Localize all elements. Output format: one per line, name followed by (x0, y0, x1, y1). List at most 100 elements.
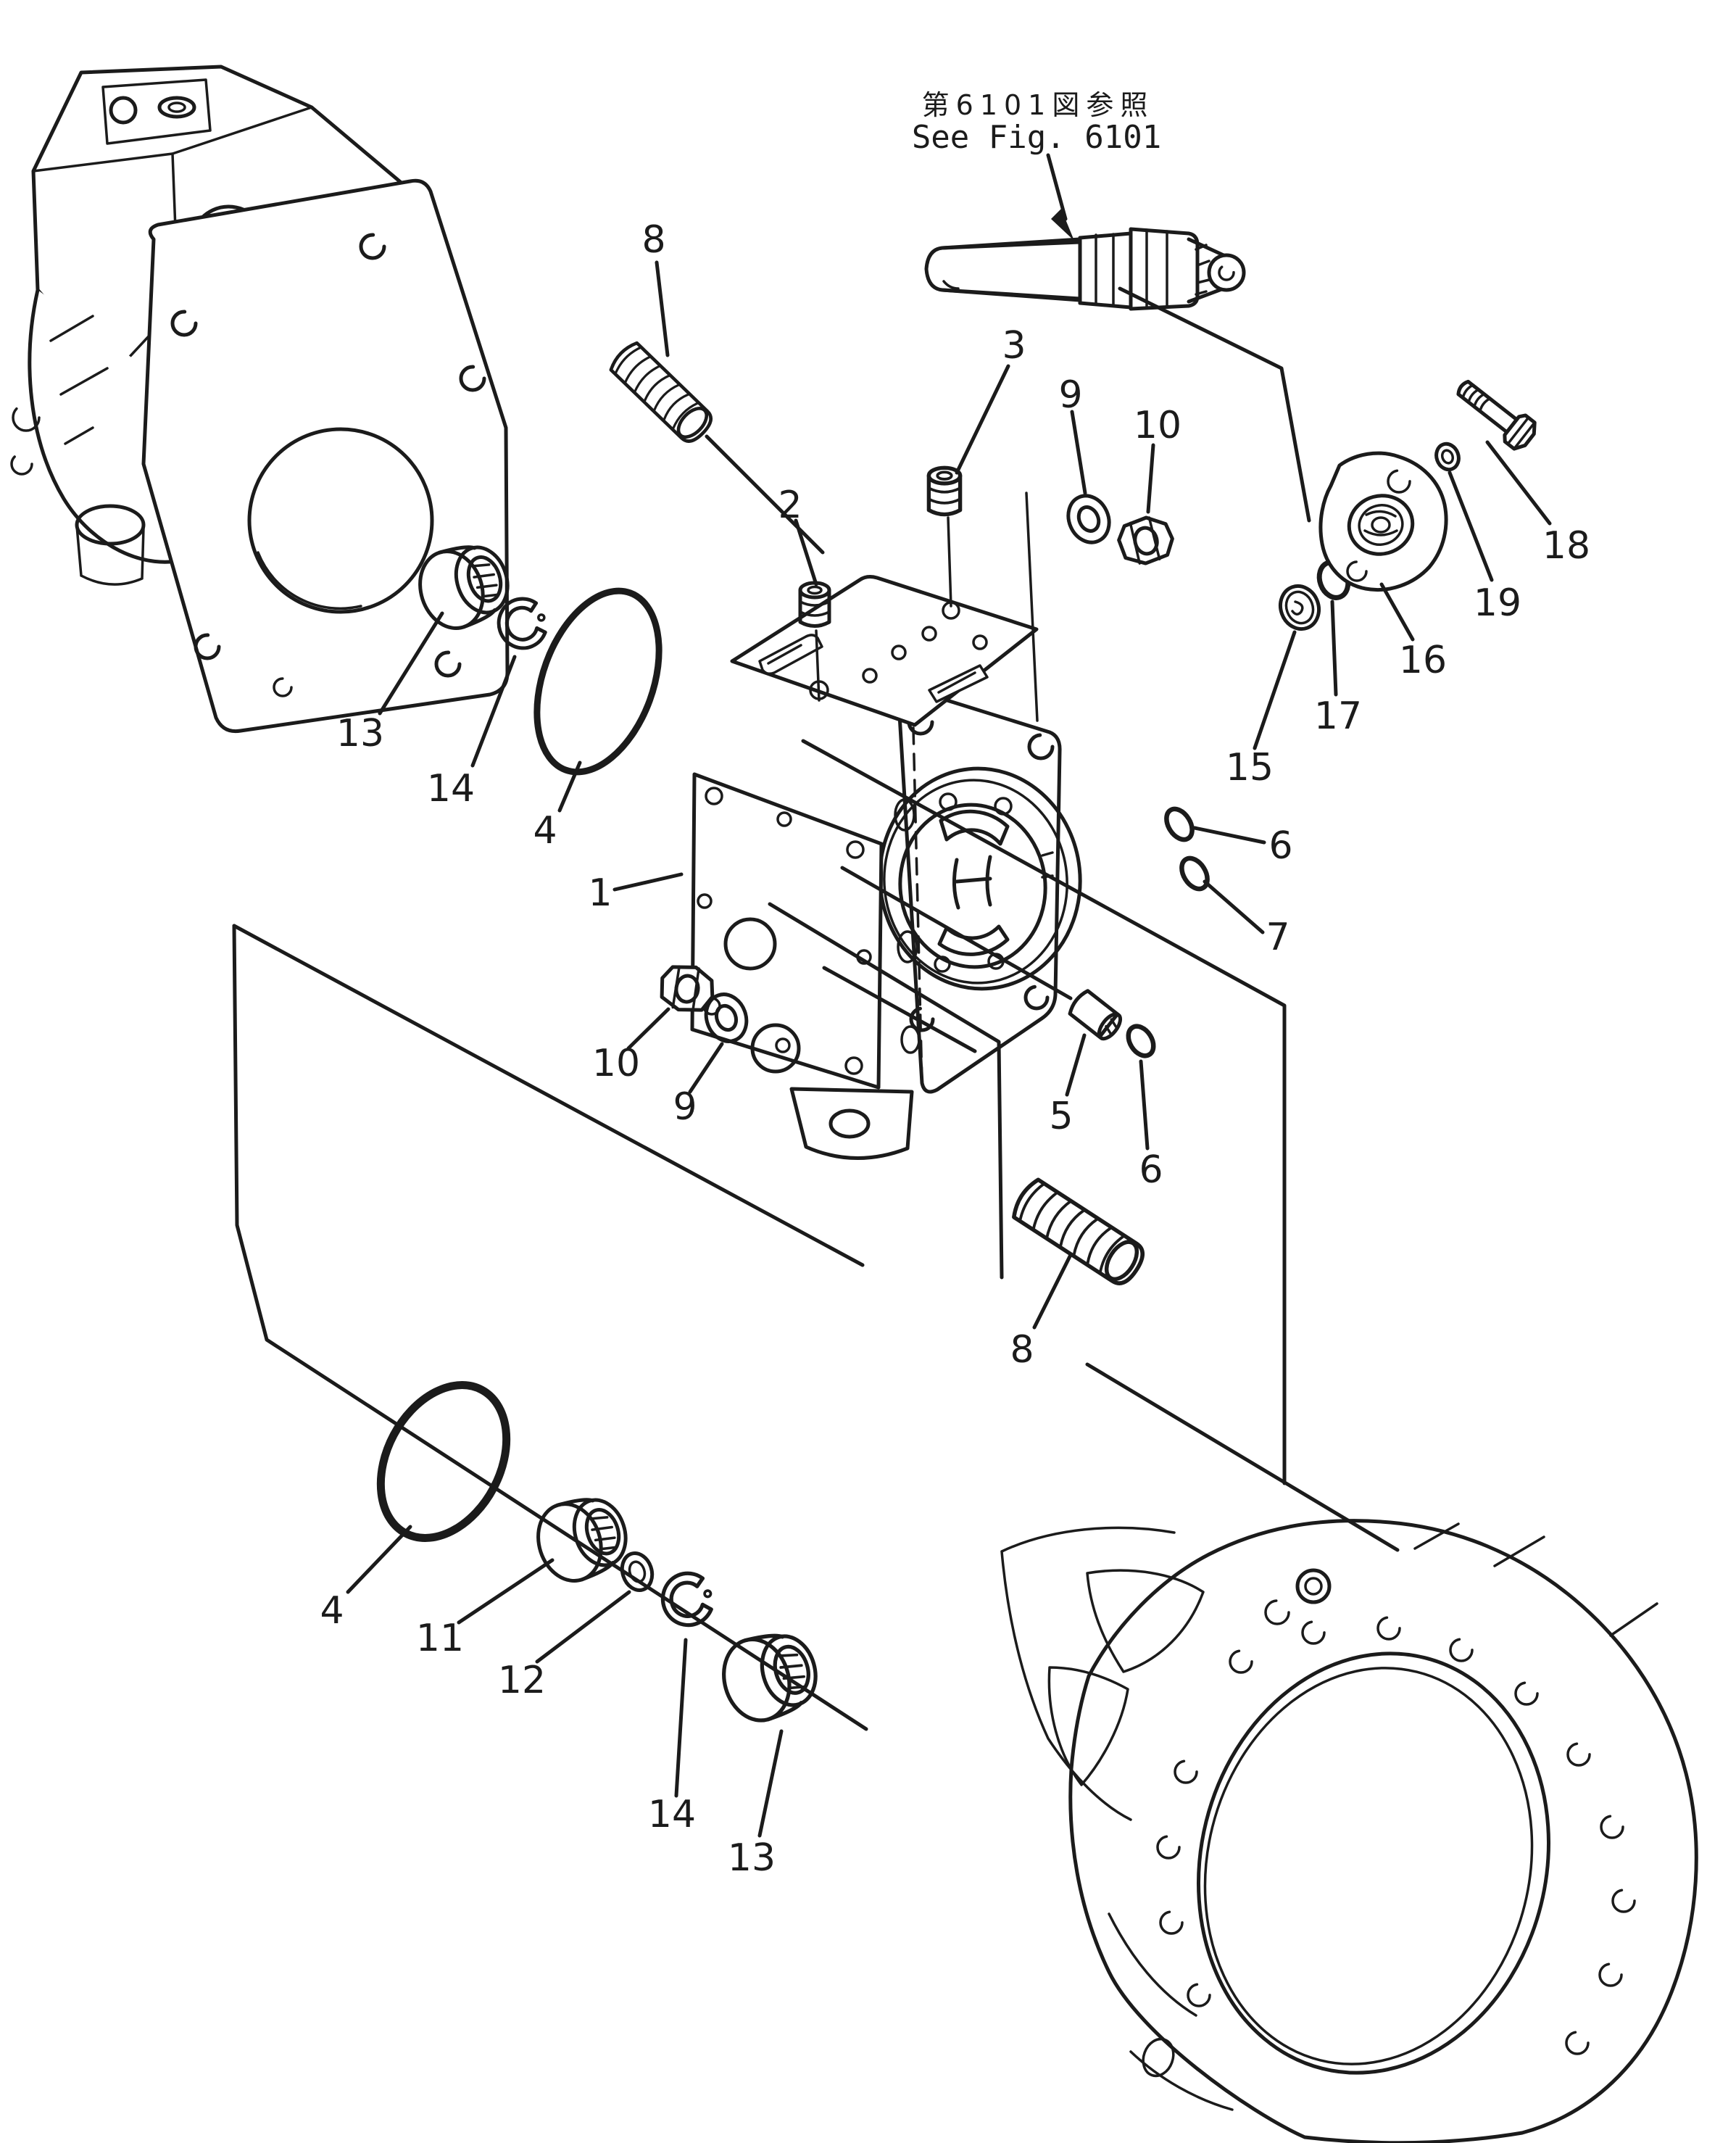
o-ring-6-lower (1126, 1024, 1156, 1058)
leader-line (1139, 1059, 1150, 1151)
cap-disc-15 (1279, 584, 1321, 631)
leader-line (457, 1558, 555, 1625)
o-ring-6-upper (1164, 806, 1195, 842)
callout-15: 15 (1226, 630, 1297, 789)
spring-washer-19 (1434, 442, 1461, 472)
callout-3: 3 (955, 324, 1026, 475)
callout-17: 17 (1314, 600, 1362, 738)
note-japanese: 第6101図参照 (922, 89, 1155, 121)
leader-line (1192, 826, 1266, 845)
o-ring-4-upper (533, 587, 663, 776)
callout-number: 9 (1058, 373, 1082, 417)
leader-line (346, 1525, 412, 1594)
rear-mounting-flange (1000, 1519, 1698, 2143)
callout-number: 13 (336, 712, 384, 755)
leader-line (757, 1729, 784, 1838)
callout-number: 18 (1542, 524, 1590, 568)
leader-line (955, 364, 1010, 475)
leader-line (626, 1007, 670, 1050)
callout-number: 5 (1049, 1095, 1073, 1138)
leader-line (1485, 440, 1552, 526)
callout-number: 7 (1266, 916, 1289, 959)
callout-number: 8 (1010, 1328, 1034, 1372)
callout-8: 8 (641, 218, 670, 357)
callout-number: 2 (778, 484, 802, 527)
leader-line (1065, 1033, 1087, 1097)
hex-bolt-18 (1456, 379, 1537, 451)
callout-number: 10 (592, 1042, 640, 1085)
note-english: See Fig. 6101 (912, 119, 1161, 156)
o-ring-7 (1179, 855, 1210, 892)
callout-number: 6 (1139, 1148, 1163, 1192)
leader-line (655, 260, 670, 357)
leader-line (378, 611, 444, 716)
leader-line (674, 1638, 688, 1798)
callout-19: 19 (1448, 471, 1521, 625)
leader-line (1448, 471, 1494, 582)
callout-14: 14 (427, 655, 517, 811)
drive-shaft (924, 227, 1246, 311)
callout-10: 10 (1134, 404, 1181, 514)
washer-9-upper (1061, 489, 1116, 549)
callout-5: 5 (1049, 1033, 1087, 1138)
callout-number: 3 (1002, 324, 1026, 368)
callout-9: 9 (1058, 373, 1087, 495)
leader-line (1253, 630, 1297, 750)
callout-number: 1 (588, 871, 612, 915)
callout-8: 8 (1010, 1253, 1073, 1372)
leader-line (688, 1042, 724, 1094)
callout-9: 9 (673, 1042, 724, 1129)
callout-4: 4 (320, 1525, 412, 1633)
callout-6: 6 (1139, 1059, 1163, 1192)
leader-line (1379, 582, 1415, 642)
callout-number: 15 (1226, 746, 1274, 789)
callout-13: 13 (728, 1729, 784, 1880)
stud-bolt-8-upper (608, 340, 716, 447)
callout-16: 16 (1379, 582, 1447, 682)
leader-line (557, 760, 582, 813)
stud-bolt-8-lower (1010, 1177, 1149, 1288)
leader-line (1203, 879, 1265, 934)
callout-number: 14 (427, 767, 475, 811)
front-pump-assembly (10, 65, 510, 734)
leader-line (1032, 1253, 1073, 1330)
callout-number: 16 (1399, 639, 1447, 682)
callout-number: 9 (673, 1085, 697, 1129)
pump-body (690, 575, 1082, 1160)
callout-10: 10 (592, 1007, 670, 1085)
leader-line (535, 1590, 631, 1664)
callout-number: 19 (1474, 581, 1521, 625)
construction-lines (232, 286, 1400, 1731)
bushing-11 (528, 1488, 636, 1589)
callout-number: 13 (728, 1836, 776, 1880)
callout-7: 7 (1203, 879, 1290, 959)
callout-number: 6 (1268, 824, 1292, 868)
callout-12: 12 (498, 1590, 631, 1702)
callout-number: 17 (1314, 695, 1362, 738)
callout-number: 14 (648, 1793, 696, 1836)
callout-number: 11 (416, 1617, 464, 1660)
callout-number: 4 (320, 1589, 344, 1633)
callout-2: 2 (778, 484, 818, 586)
callout-number: 4 (533, 809, 557, 853)
callout-number: 12 (498, 1659, 546, 1702)
callout-14: 14 (648, 1638, 696, 1836)
callout-4: 4 (533, 760, 582, 853)
callout-11: 11 (416, 1558, 555, 1660)
leader-line (1146, 443, 1155, 514)
hex-nut-10-upper (1116, 513, 1177, 568)
spring-plug-3 (929, 468, 960, 514)
o-ring-4-lower (376, 1381, 511, 1542)
callout-13: 13 (336, 611, 444, 755)
dowel-pin-5 (1068, 989, 1123, 1041)
see-fig-arrow (1046, 153, 1074, 241)
callout-number: 10 (1134, 404, 1181, 447)
leader-line (470, 655, 517, 768)
callout-1: 1 (588, 871, 684, 915)
callout-number: 8 (641, 218, 665, 262)
outlet-cover-16 (1318, 451, 1448, 592)
leader-line (1330, 600, 1338, 697)
